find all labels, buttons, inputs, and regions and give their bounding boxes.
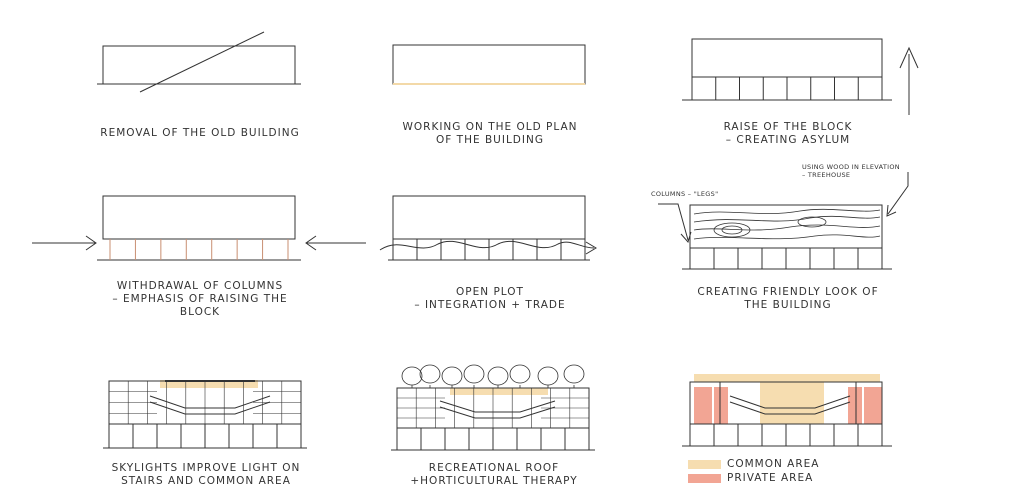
caption-raise: RAISE OF THE BLOCK– CREATING ASYLUM <box>723 121 853 146</box>
window-grid <box>397 388 589 428</box>
panel-zoning-diagram <box>682 374 892 447</box>
annotation-columns-legs: COLUMNS – "LEGS" <box>651 190 719 198</box>
legend-label-common: COMMON AREA <box>727 458 820 470</box>
panel-wood-diagram <box>658 172 909 270</box>
column-row <box>689 424 883 446</box>
panel-open-plot-diagram <box>379 195 597 261</box>
column-row <box>396 428 590 450</box>
window-grid <box>109 381 301 424</box>
panel-withdrawal-diagram <box>32 195 366 261</box>
column-row <box>691 77 883 100</box>
roof-trees <box>401 364 585 388</box>
column-row <box>689 248 883 269</box>
column-row <box>392 239 586 260</box>
legend-swatch-common <box>688 459 721 469</box>
legend-swatch-private <box>688 473 721 483</box>
legend-common-area: COMMON AREA <box>688 458 819 470</box>
column-row <box>109 239 289 260</box>
column-row <box>108 424 302 448</box>
panel-raise-diagram <box>682 38 919 115</box>
caption-removal: REMOVAL OF THE OLD BUILDING <box>100 127 300 139</box>
annotation-wood-line2: – TREEHOUSE <box>802 171 851 179</box>
panel-old-plan-diagram <box>392 44 586 85</box>
annotation-wood-line1: USING WOOD IN ELEVATION <box>802 163 900 171</box>
panel-skylights-diagram <box>103 380 307 449</box>
caption-open-plot: OPEN PLOT– INTEGRATION + TRADE <box>414 286 566 311</box>
panel-roof-diagram <box>391 364 595 451</box>
caption-withdrawal: WITHDRAWAL OF COLUMNS– EMPHASIS OF RAISI… <box>112 280 288 318</box>
panel-removal-diagram <box>97 31 301 93</box>
caption-roof: RECREATIONAL ROOF+HORTICULTURAL THERAPY <box>410 462 578 487</box>
legend-private-area: PRIVATE AREA <box>688 472 813 484</box>
legend-label-private: PRIVATE AREA <box>727 472 814 484</box>
